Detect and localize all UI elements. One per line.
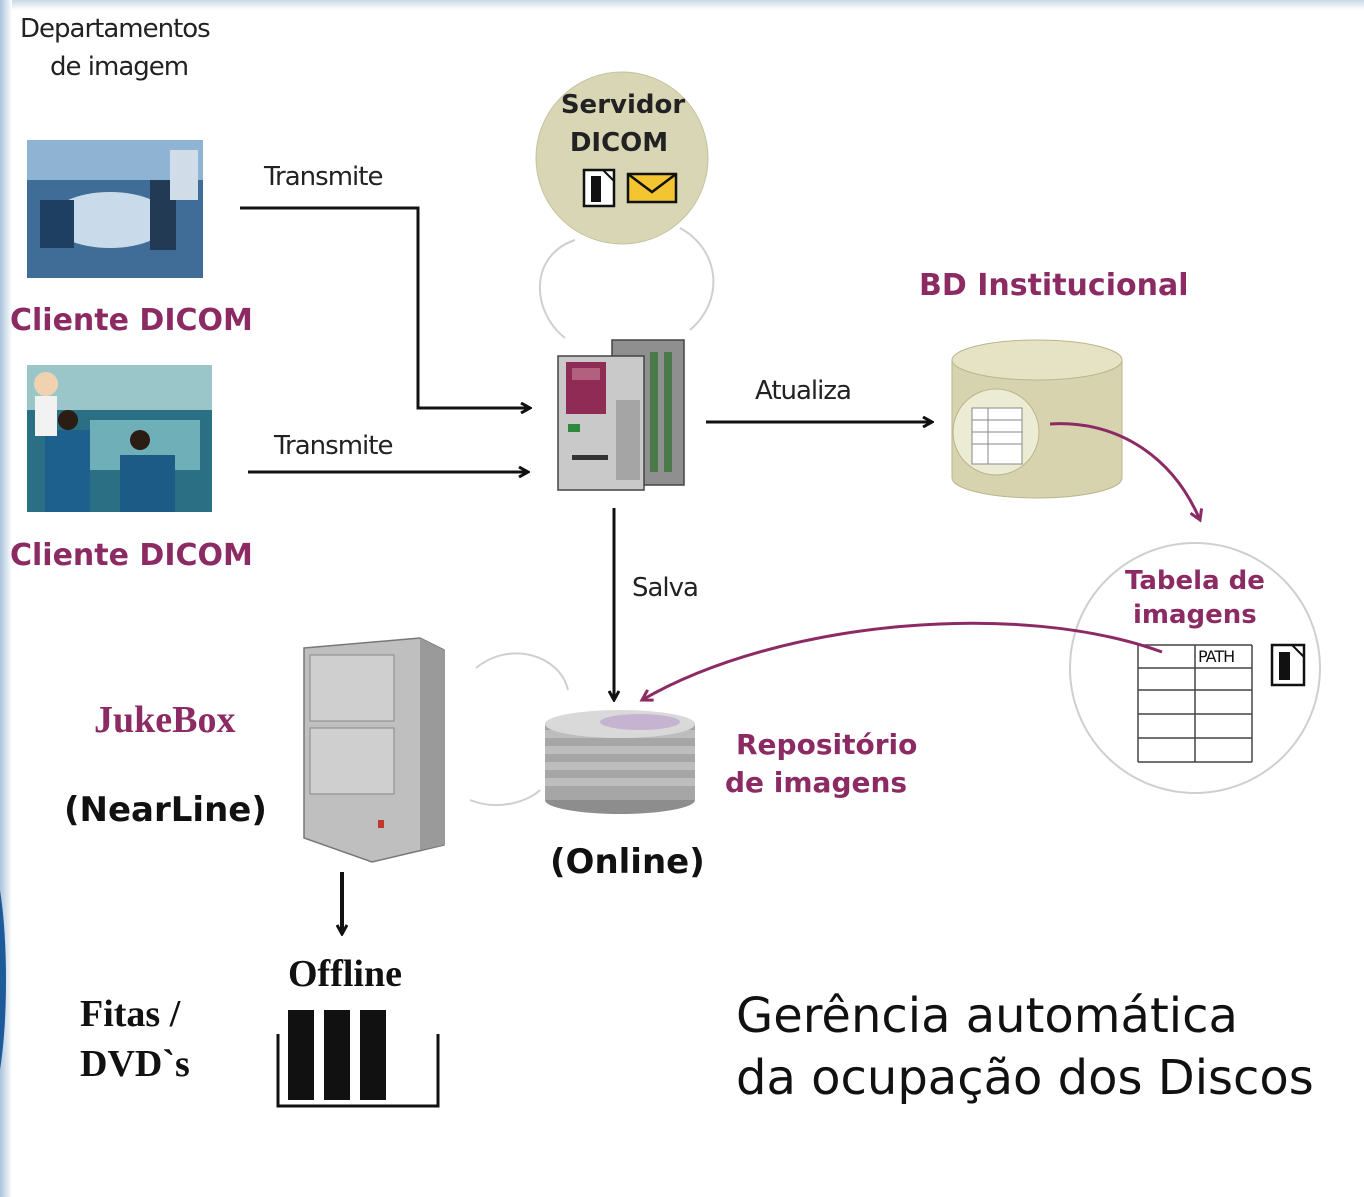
caption-line1: Gerência automática [736,988,1238,1044]
image-table-circle [1069,542,1321,794]
departments-label-line2: de imagem [50,52,189,82]
client-photo-2 [27,365,212,512]
central-server-icon [557,339,685,491]
repository-loop-arrow [469,652,569,806]
update-label: Atualiza [755,376,852,406]
client-photo-1 [27,140,203,278]
server-title-line1: Servidor [560,90,686,120]
tapes-label-line1: Fitas / [80,993,181,1035]
document-icon [582,168,616,208]
database-cylinder [951,339,1123,499]
tapes-label-line2: DVD`s [80,1043,190,1085]
client-label-2: Cliente DICOM [10,538,253,573]
jukebox-title: JukeBox [94,699,236,741]
transmit-label-1: Transmite [264,162,383,192]
envelope-icon [626,172,678,204]
repository-title-line2: de imagens [725,766,908,799]
db-to-table-arrow [1049,422,1200,520]
transmit-label-2: Transmite [274,431,393,461]
table-title-line2: imagens [1133,600,1257,630]
caption-line2: da ocupação dos Discos [736,1050,1314,1106]
offline-label: Offline [288,953,402,995]
table-to-repository-arrow [642,621,1163,700]
repository-disk-stack [545,710,695,814]
frame-left-accent [0,860,6,1100]
frame-left-border [0,0,12,1197]
departments-label: Departamentos [20,14,211,44]
online-label: (Online) [550,842,705,882]
table-title-line1: Tabela de [1125,566,1265,596]
server-title-line2: DICOM [569,128,669,158]
repository-title-line1: Repositório [736,728,918,761]
tapes-icon [276,1010,440,1108]
frame-top-border [0,0,1364,10]
bd-title: BD Institucional [919,268,1189,303]
save-label: Salva [632,573,699,603]
client-label-1: Cliente DICOM [10,303,253,338]
nearline-label: (NearLine) [64,790,267,830]
transmit-arrow-1 [240,206,530,408]
table-path-header: PATH [1198,647,1235,666]
server-loop-arrow [538,227,715,339]
jukebox-cabinet [303,637,445,863]
table-document-icon [1270,643,1306,687]
